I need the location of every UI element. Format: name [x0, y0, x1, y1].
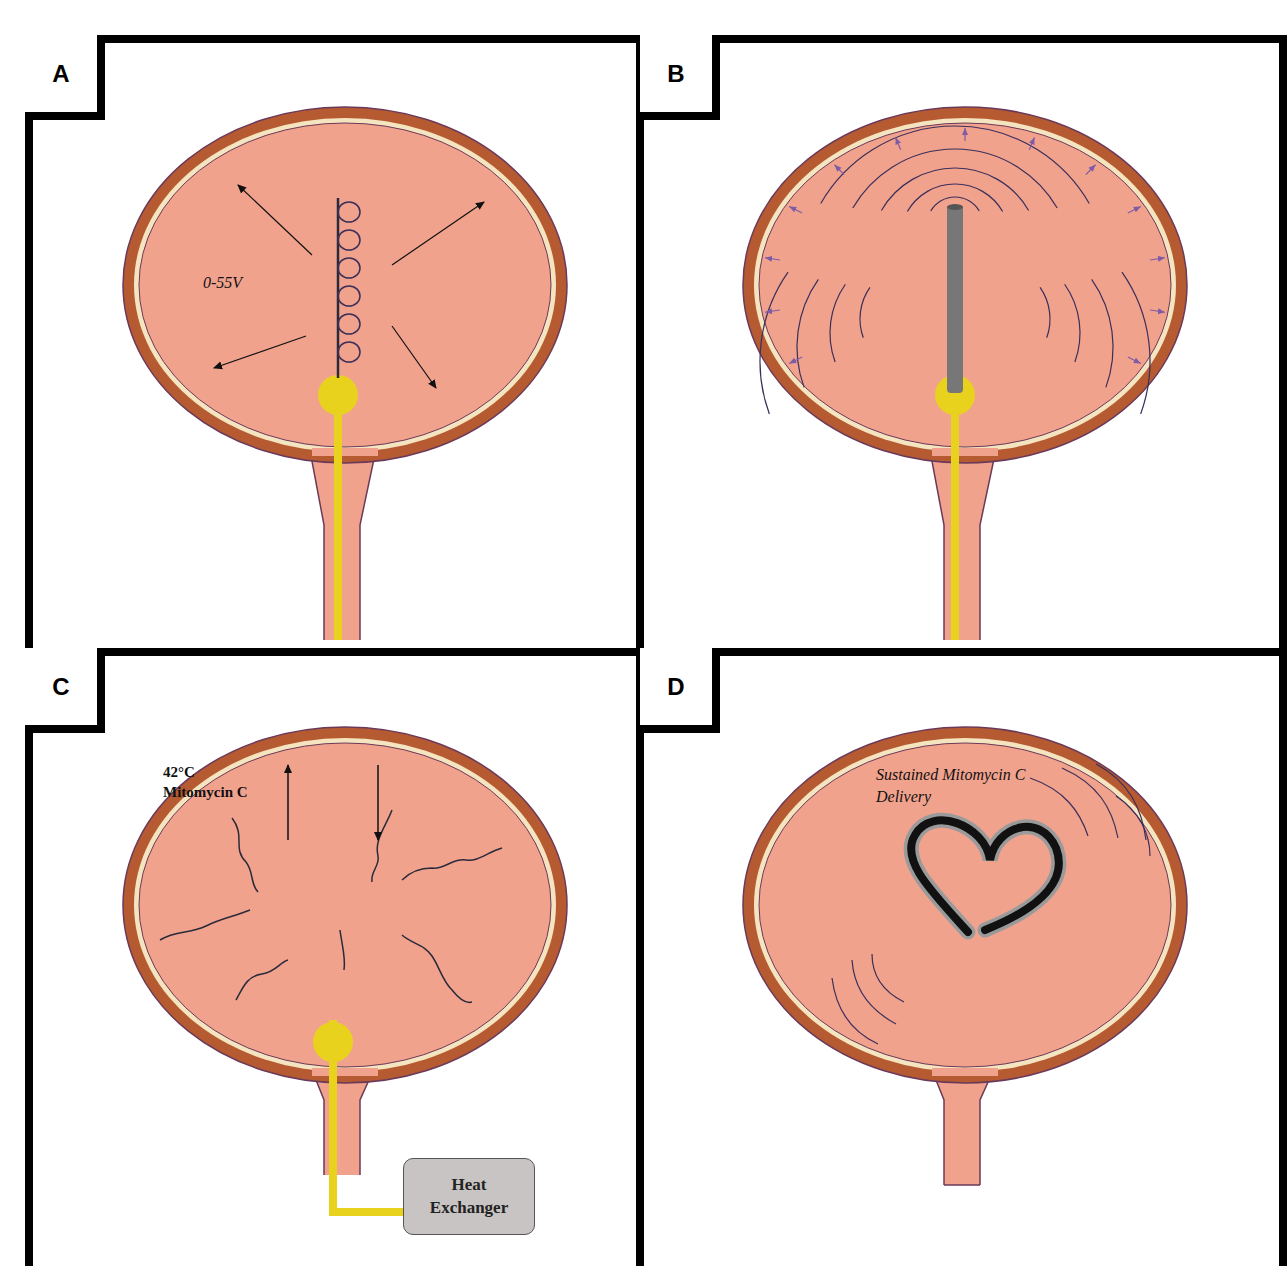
heat-exchanger-box: Heat Exchanger: [403, 1158, 535, 1235]
bladder-d: [743, 727, 1187, 1185]
panel-letter-text: D: [667, 673, 684, 701]
box-text: Heat Exchanger: [414, 1174, 524, 1218]
delivery-note: Sustained Mitomycin C Delivery: [876, 764, 1051, 807]
panel-letter-text: B: [667, 60, 684, 88]
panel-letter: B: [640, 35, 720, 120]
panel-letter-text: A: [52, 60, 69, 88]
panel-letter: C: [25, 648, 105, 733]
panel-letter-text: C: [52, 673, 69, 701]
bladder-c: [123, 727, 567, 1212]
bladder-b: [743, 107, 1187, 640]
panel-frame: [25, 35, 1287, 1266]
bladder-a: [123, 107, 567, 640]
panel-letter: D: [640, 648, 720, 733]
voltage-label: 0-55V: [203, 272, 273, 294]
temperature-drug-label: 42°C Mitomycin C: [163, 762, 263, 803]
panel-letter: A: [25, 35, 105, 120]
